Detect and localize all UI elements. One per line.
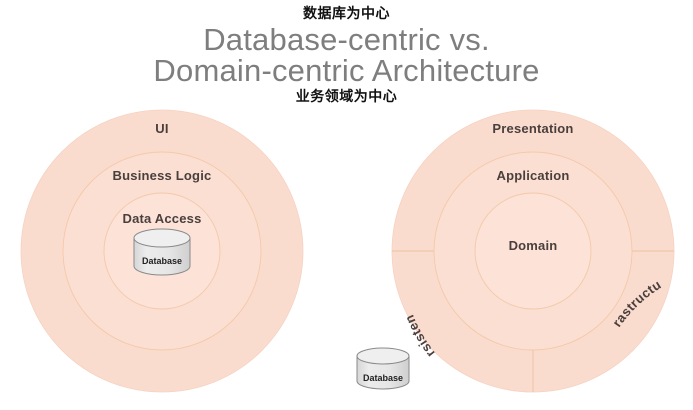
left-database-label: Database	[141, 256, 183, 266]
left-database-cylinder	[133, 228, 191, 276]
bottom-database-label: Database	[362, 373, 404, 383]
annotation-domain-centric-cn: 业务领域为中心	[295, 89, 398, 105]
right-architecture-circles	[391, 109, 675, 393]
right-ring-domain	[474, 192, 592, 310]
right-ring-label-application: Application	[496, 168, 570, 183]
left-ring-label-data-access: Data Access	[122, 211, 202, 226]
left-ring-label-ui: UI	[155, 121, 169, 136]
page-title-line-2: Domain-centric Architecture	[153, 53, 540, 88]
bottom-database-cylinder	[356, 347, 410, 390]
left-ring-label-business-logic: Business Logic	[112, 168, 212, 183]
annotation-database-centric-cn: 数据库为中心	[303, 6, 390, 22]
right-ring-label-presentation: Presentation	[492, 121, 574, 136]
right-ring-label-domain: Domain	[508, 238, 558, 253]
page-title-line-1: Database-centric vs.	[203, 22, 490, 57]
